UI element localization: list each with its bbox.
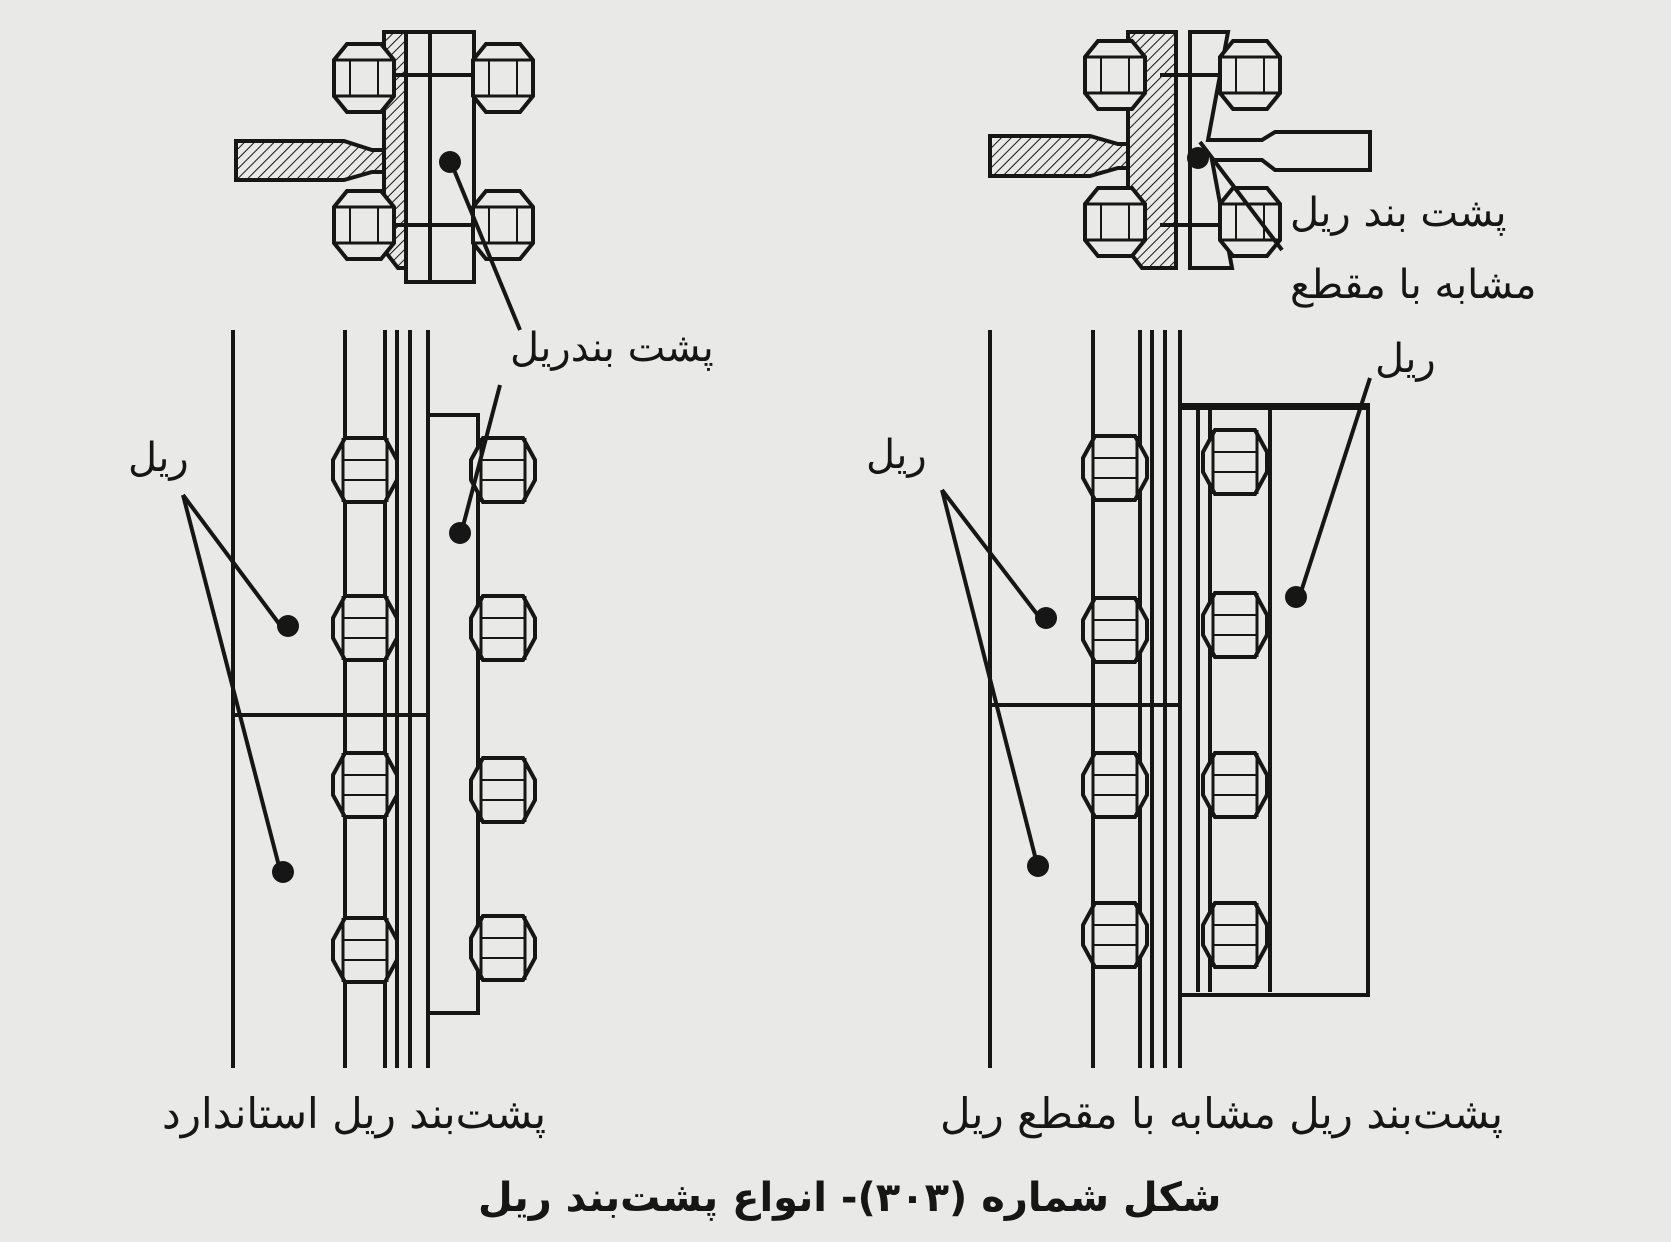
right-backing-label-1: پشت بند ریل bbox=[1290, 190, 1507, 236]
right-side-view bbox=[940, 140, 1372, 1068]
right-leader-dots bbox=[1027, 147, 1307, 877]
left-leader-dots bbox=[272, 151, 471, 883]
left-side-view bbox=[181, 164, 537, 1068]
right-cross-section bbox=[988, 30, 1372, 270]
left-backing-label: پشت بندریل bbox=[510, 325, 714, 371]
left-caption: پشت‌بند ریل استاندارد bbox=[162, 1089, 547, 1138]
right-rail-label: ریل bbox=[866, 432, 927, 478]
right-caption: پشت‌بند ریل مشابه با مقطع ریل bbox=[940, 1089, 1504, 1138]
right-backing-label-2: مشابه با مقطع bbox=[1290, 262, 1537, 308]
left-rail-label: ریل bbox=[128, 435, 189, 481]
right-backing-label-3: ریل bbox=[1375, 336, 1436, 382]
left-cross-section bbox=[234, 30, 535, 284]
figure-caption: شکل شماره (۳۰۳)- انواع پشت‌بند ریل bbox=[478, 1175, 1222, 1221]
